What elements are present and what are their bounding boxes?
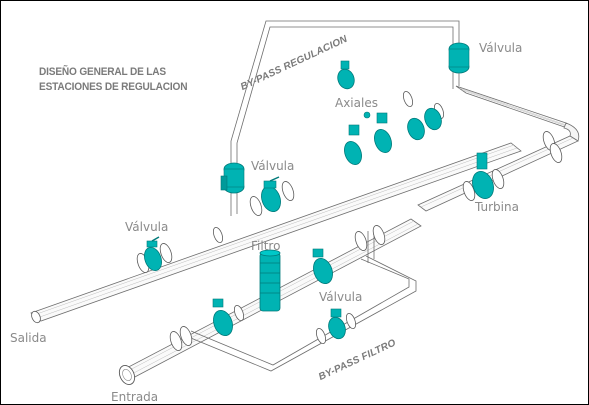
label-salida: Salida xyxy=(10,331,47,345)
main-outlet-pipe xyxy=(30,142,522,324)
label-entrada: Entrada xyxy=(111,390,159,404)
title-line-1: DISEÑO GENERAL DE LAS xyxy=(39,66,166,78)
filtro-unit xyxy=(259,249,281,312)
valve-bypass-vertical xyxy=(220,162,245,194)
label-turbina: Turbina xyxy=(475,200,519,214)
drawing-title: DISEÑO GENERAL DE LAS ESTACIONES DE REGU… xyxy=(39,65,188,95)
valve-filtro-right xyxy=(312,248,333,284)
valve-bypass-filtro xyxy=(328,308,346,340)
valve-bypass-top xyxy=(337,60,355,90)
title-line-2: ESTACIONES DE REGULACION xyxy=(39,80,188,93)
axiales-regulators xyxy=(344,107,442,166)
label-valvula-filtro: Válvula xyxy=(319,290,363,304)
valve-top-right xyxy=(448,42,470,74)
label-valvula-top-right: Válvula xyxy=(479,41,523,55)
label-valvula-left: Válvula xyxy=(125,220,169,234)
label-valvula-mid: Válvula xyxy=(251,159,295,173)
valve-mid xyxy=(261,176,281,212)
label-filtro: Filtro xyxy=(251,239,281,253)
valve-filtro-left xyxy=(212,298,233,336)
bypass-filtro-pipe xyxy=(185,255,417,372)
valve-salida xyxy=(144,236,162,272)
turbina-meter xyxy=(472,152,494,199)
label-axiales: Axiales xyxy=(335,96,378,110)
